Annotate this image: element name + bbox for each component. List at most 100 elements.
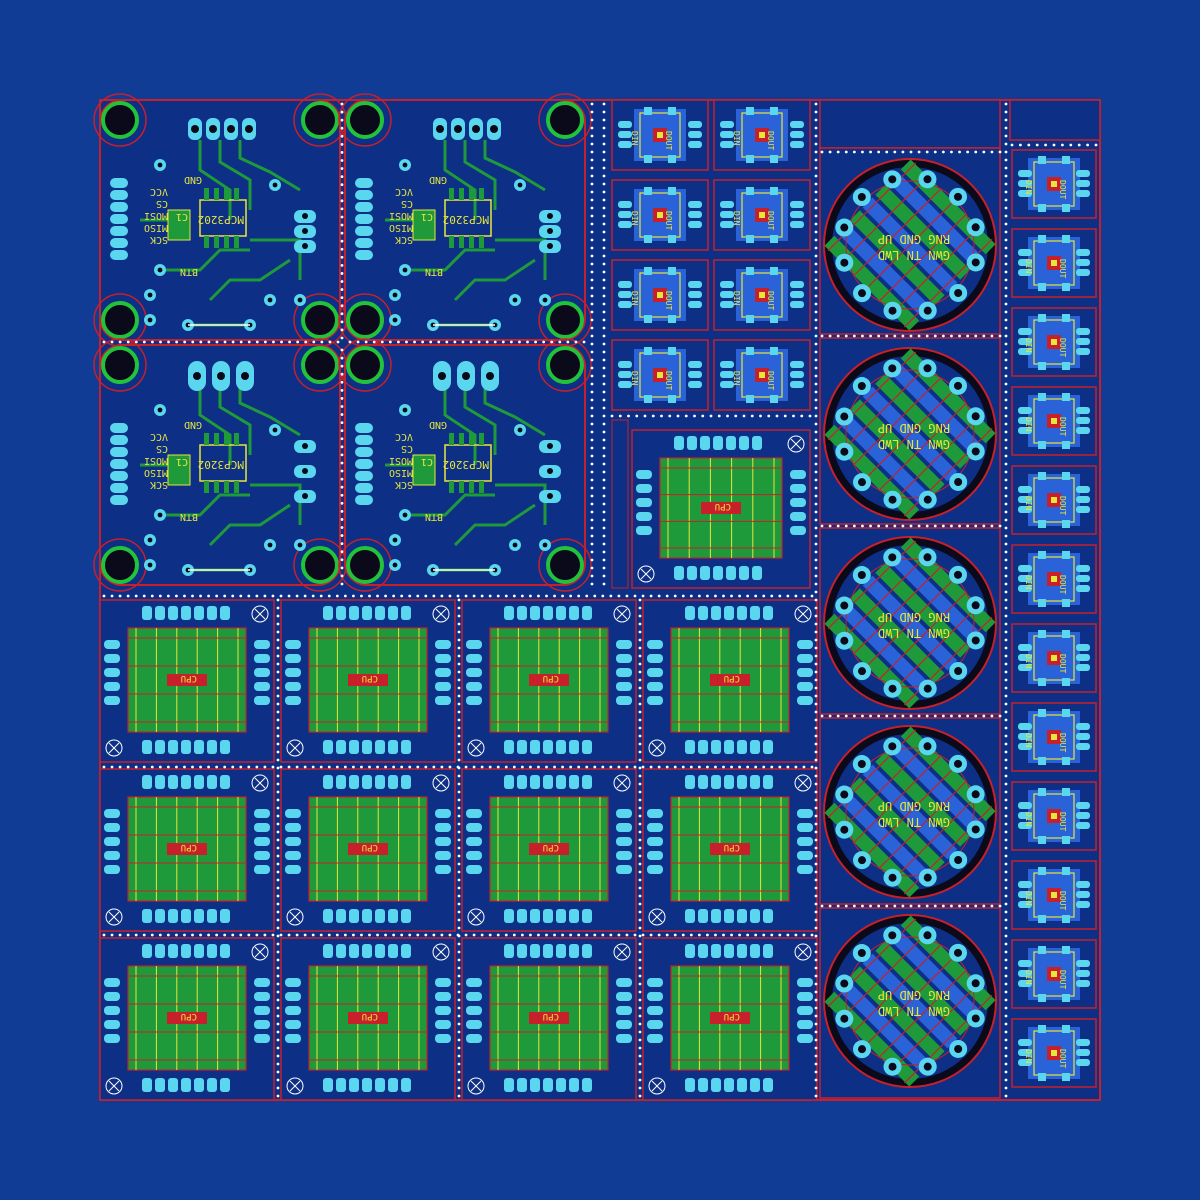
mouse-bite-hole: [1004, 910, 1008, 914]
edge-pad: [790, 141, 804, 148]
mouse-bite-hole: [1004, 726, 1008, 730]
mouse-bite-hole: [602, 486, 606, 490]
mouse-bite-hole: [998, 524, 1002, 528]
mouse-bite-hole: [276, 1046, 280, 1050]
mouse-bite-hole: [814, 718, 818, 722]
right-pad: [797, 1034, 813, 1043]
right-pad: [797, 823, 813, 832]
edge-pad: [1076, 259, 1090, 266]
via-drill: [157, 267, 163, 273]
mouse-bite-hole: [271, 594, 275, 598]
mouse-bite-hole: [276, 1014, 280, 1018]
mouse-bite-hole: [1004, 502, 1008, 506]
edge-pad: [1018, 407, 1032, 414]
edge-pad: [790, 201, 804, 208]
mouse-bite-hole: [814, 670, 818, 674]
mouse-bite-hole: [681, 765, 685, 769]
mouse-bite-hole: [814, 270, 818, 274]
mouse-bite-hole: [183, 765, 186, 769]
mouse-bite-hole: [545, 765, 548, 769]
mouse-bite-hole: [814, 526, 818, 530]
led-pad: [668, 315, 676, 323]
mouse-bite-hole: [738, 933, 741, 937]
mouse-bite-hole: [814, 870, 818, 874]
top-pad: [155, 944, 165, 958]
mouse-bite-hole: [392, 933, 396, 937]
mouse-bite-hole: [352, 594, 355, 598]
bottom-pad: [142, 740, 152, 754]
mouse-bite-hole: [1004, 1086, 1008, 1090]
mouse-bite-hole: [276, 782, 280, 786]
mouse-bite-hole: [566, 340, 570, 344]
mouse-bite-hole: [488, 933, 492, 937]
left-pad: [104, 978, 120, 987]
chip-pin: [214, 236, 219, 248]
top-pad: [375, 775, 385, 789]
right-pad: [254, 1020, 270, 1029]
mouse-bite-hole: [714, 765, 717, 769]
mouse-bite-hole: [861, 524, 864, 528]
mouse-bite-hole: [553, 933, 556, 937]
mouse-bite-hole: [814, 174, 818, 178]
mouse-bite-hole: [814, 150, 818, 154]
mouse-bite-hole: [335, 933, 339, 937]
pad-drill: [302, 213, 308, 219]
top-pad: [336, 606, 346, 620]
pin-label: SCK: [395, 479, 413, 490]
right-pad: [616, 992, 632, 1001]
led-pad: [1062, 1073, 1070, 1081]
top-pad: [388, 775, 398, 789]
mouse-bite-hole: [638, 806, 642, 810]
left-pad: [647, 668, 663, 677]
mouse-bite-hole: [380, 340, 384, 344]
mouse-bite-hole: [990, 904, 994, 908]
mouse-bite-hole: [602, 406, 606, 410]
mouse-bite-hole: [582, 340, 586, 344]
mouse-bite-hole: [783, 414, 787, 418]
mouse-bite-hole: [1004, 542, 1008, 546]
mouse-bite-hole: [542, 340, 546, 344]
edge-pad: [720, 281, 734, 288]
via-drill: [402, 267, 408, 273]
mouse-bite-hole: [529, 765, 532, 769]
mouse-bite-hole: [134, 933, 138, 937]
led-din-label: DIN: [1024, 812, 1033, 827]
mouse-bite-hole: [730, 594, 733, 598]
mouse-bite-hole: [814, 806, 818, 810]
mouse-bite-hole: [917, 150, 921, 154]
mouse-bite-hole: [617, 594, 621, 598]
mount-cross: [470, 742, 482, 754]
mount-cross: [254, 946, 266, 958]
edge-pad: [1076, 328, 1090, 335]
pad-drill: [954, 288, 963, 297]
left-pad: [647, 837, 663, 846]
edge-pad: [355, 190, 373, 200]
mouse-bite-hole: [207, 594, 210, 598]
mouse-bite-hole: [545, 594, 548, 598]
led-center: [1051, 734, 1057, 740]
chip-label: MCP3202: [198, 458, 244, 471]
mouse-bite-hole: [590, 134, 594, 138]
bottom-pad: [336, 740, 346, 754]
mouse-bite-hole: [974, 524, 978, 528]
mouse-bite-hole: [376, 933, 379, 937]
mouse-bite-hole: [590, 534, 594, 538]
mount-cross: [616, 777, 628, 789]
mouse-bite-hole: [1004, 638, 1008, 642]
mouse-bite-hole: [602, 262, 606, 266]
via-drill: [147, 292, 153, 298]
top-pad: [737, 944, 747, 958]
mouse-bite-hole: [340, 191, 344, 195]
pad-drill: [888, 306, 897, 315]
bottom-pad: [750, 909, 760, 923]
mouse-bite-hole: [518, 340, 521, 344]
edge-pad: [1018, 1039, 1032, 1046]
edge-pad: [355, 483, 373, 493]
mouse-bite-hole: [1004, 230, 1008, 234]
mouse-bite-hole: [778, 765, 782, 769]
mouse-bite-hole: [602, 342, 606, 346]
led-outline: [639, 192, 681, 238]
led-pad: [1062, 441, 1070, 449]
mouse-bite-hole: [1004, 966, 1008, 970]
mount-mark: [286, 908, 304, 926]
